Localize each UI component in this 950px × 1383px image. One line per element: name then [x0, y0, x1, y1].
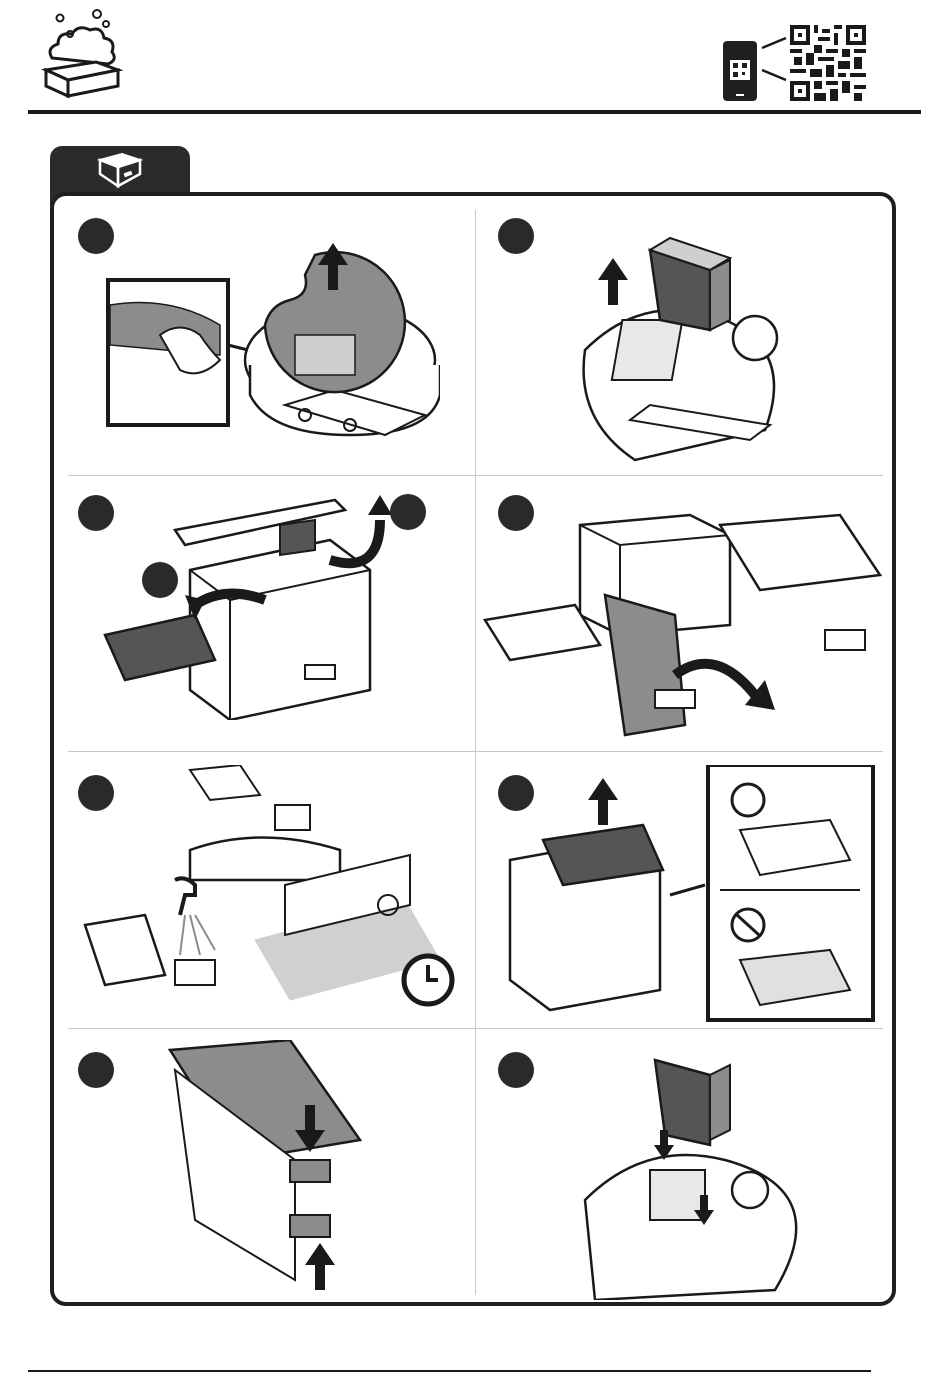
- dust-bin-filter-icon: [94, 150, 146, 192]
- step-8-marker: [498, 1052, 534, 1088]
- step-2-illustration: [570, 220, 830, 465]
- footer-rule: [28, 1370, 871, 1372]
- step-2-marker: [498, 218, 534, 254]
- step-7-illustration: [165, 1040, 365, 1300]
- step-7-marker: [78, 1052, 114, 1088]
- step-6-illustration: [505, 765, 880, 1025]
- step-1-illustration: [100, 225, 440, 445]
- header-rule: [28, 110, 921, 114]
- grid-divider-row2: [68, 751, 883, 752]
- step-5-illustration: [80, 765, 460, 1020]
- grid-divider-row1: [68, 475, 883, 476]
- grid-divider-row3: [68, 1028, 883, 1029]
- qr-pointer-lines: [760, 36, 788, 84]
- soap-bubbles-sponge-icon: [40, 8, 125, 103]
- step-3-illustration: [100, 490, 440, 720]
- step-8-illustration: [580, 1040, 880, 1300]
- step-4-illustration: [480, 505, 890, 740]
- grid-divider-vertical: [475, 210, 476, 1295]
- phone-qr-icon: [722, 40, 758, 102]
- qr-code-icon[interactable]: [790, 25, 866, 101]
